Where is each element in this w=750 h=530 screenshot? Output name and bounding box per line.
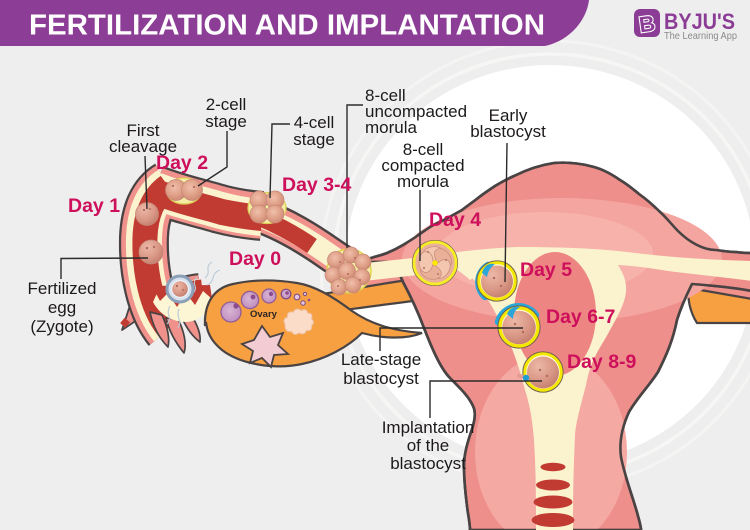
svg-text:FERTILIZATION AND IMPLANTATION: FERTILIZATION AND IMPLANTATION xyxy=(29,10,545,42)
svg-text:Day 2: Day 2 xyxy=(156,152,208,174)
svg-text:Ovary: Ovary xyxy=(250,309,278,320)
svg-text:Day 0: Day 0 xyxy=(229,248,281,270)
svg-text:Day 3-4: Day 3-4 xyxy=(282,174,352,196)
svg-text:blastocyst: blastocyst xyxy=(470,122,546,141)
svg-text:cleavage: cleavage xyxy=(109,137,177,156)
svg-text:uncompacted: uncompacted xyxy=(365,102,467,121)
svg-text:compacted: compacted xyxy=(381,156,464,175)
svg-text:Early: Early xyxy=(489,106,528,125)
svg-text:egg: egg xyxy=(48,298,76,317)
svg-text:Implantation: Implantation xyxy=(382,418,475,437)
svg-text:8-cell: 8-cell xyxy=(403,140,444,159)
svg-text:morula: morula xyxy=(397,172,450,191)
svg-text:Day 5: Day 5 xyxy=(520,259,572,281)
svg-text:Day 1: Day 1 xyxy=(68,195,120,217)
svg-text:morula: morula xyxy=(365,118,418,137)
svg-text:The Learning App: The Learning App xyxy=(664,30,737,42)
svg-text:Day 8-9: Day 8-9 xyxy=(567,351,637,373)
svg-text:blastocyst: blastocyst xyxy=(343,369,419,388)
svg-text:(Zygote): (Zygote) xyxy=(30,317,93,336)
svg-text:blastocyst: blastocyst xyxy=(390,454,466,473)
svg-text:8-cell: 8-cell xyxy=(365,86,406,105)
svg-text:stage: stage xyxy=(205,112,247,131)
svg-text:of the: of the xyxy=(407,436,450,455)
svg-text:Fertilized: Fertilized xyxy=(28,279,97,298)
svg-text:4-cell: 4-cell xyxy=(294,113,335,132)
svg-text:Day 6-7: Day 6-7 xyxy=(546,306,615,328)
svg-text:stage: stage xyxy=(293,130,335,149)
svg-text:Day 4: Day 4 xyxy=(429,209,481,231)
svg-text:BYJU'S: BYJU'S xyxy=(664,9,735,34)
svg-text:First: First xyxy=(126,121,159,140)
svg-text:Late-stage: Late-stage xyxy=(341,350,421,369)
svg-text:2-cell: 2-cell xyxy=(206,95,247,114)
svg-text:B: B xyxy=(637,11,656,38)
